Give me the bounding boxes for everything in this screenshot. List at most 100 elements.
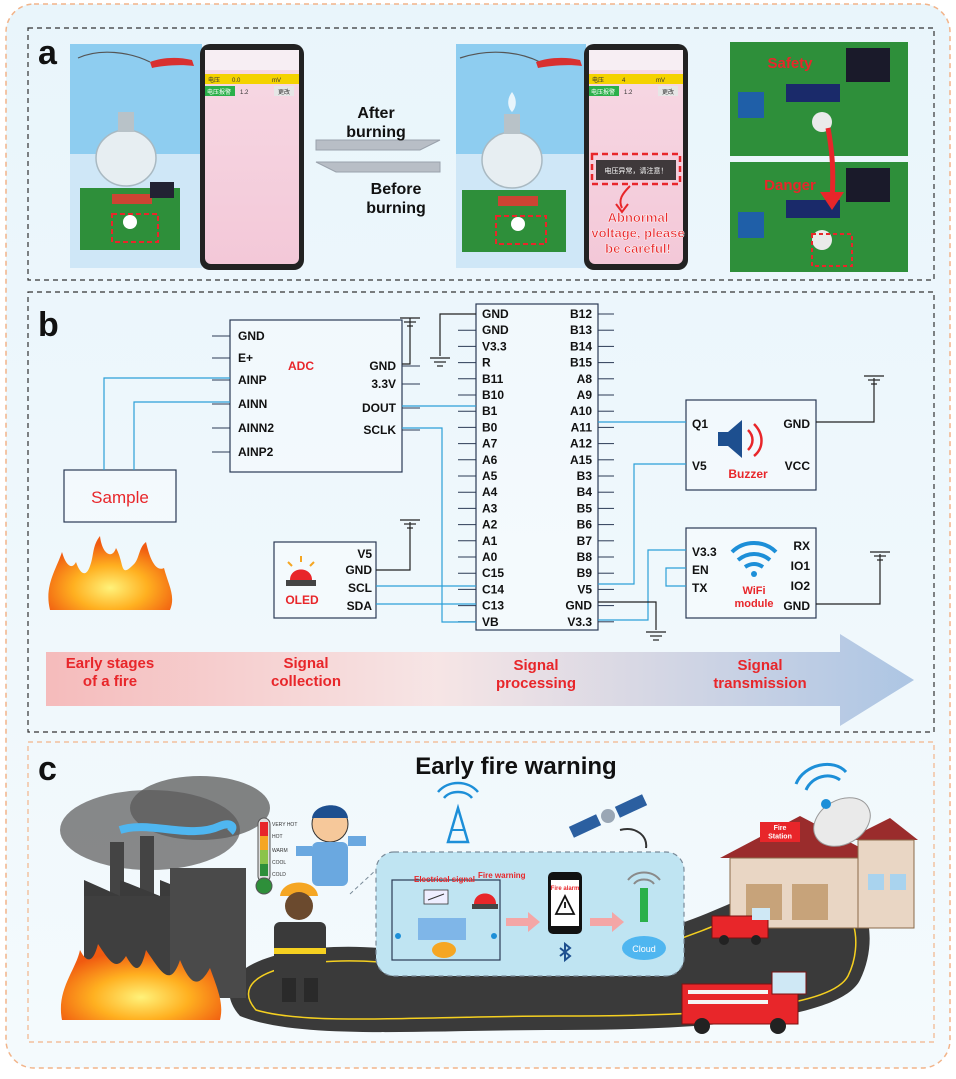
transition-arrow-icon <box>825 127 836 201</box>
wire <box>439 313 476 356</box>
mcu-right-pin: A11 <box>571 420 593 434</box>
mcu-right-pin: B14 <box>570 339 592 353</box>
backward-arrow-icon <box>315 161 441 173</box>
phone-row1-label: 电压 <box>208 76 220 84</box>
buzzer-title: Buzzer <box>728 467 768 481</box>
thermo-cool: COOL <box>272 860 286 866</box>
mcu-right-pin: B6 <box>577 518 593 532</box>
wire <box>402 427 476 623</box>
ground-icon <box>646 631 666 641</box>
burning-factory-icon <box>60 776 270 1020</box>
mcu-right-pin: B7 <box>577 534 593 548</box>
alcohol-lamp-icon <box>95 129 157 187</box>
mcu-left-pin: C13 <box>482 599 504 613</box>
lamp-neck-2 <box>504 114 520 134</box>
wifi-pin-gnd: GND <box>783 599 810 613</box>
wifi-pin-io2: IO2 <box>791 579 811 593</box>
mcu-chip-2 <box>498 196 538 206</box>
highlight-box-2 <box>495 215 547 245</box>
wire <box>103 377 230 470</box>
ground-icon <box>870 551 890 561</box>
phone-change-label: 更改 <box>278 88 290 96</box>
danger-mcu <box>786 200 840 218</box>
buzzer-chip-2 <box>511 217 525 231</box>
phone-change-button[interactable] <box>274 86 294 96</box>
adc-right-pin: 3.3V <box>371 377 396 391</box>
oled-title: OLED <box>285 593 319 607</box>
safety-oled <box>846 48 890 82</box>
clip-icon <box>150 57 194 68</box>
mcu-left-pin: A4 <box>482 485 498 499</box>
transition-arrowhead <box>820 192 844 210</box>
wires <box>103 313 890 641</box>
wifi-icon <box>730 541 778 577</box>
mcu-right-pin: B13 <box>570 323 592 337</box>
popup-arrow-icon <box>619 185 631 209</box>
phone-statusbar <box>205 50 299 70</box>
wifi-pin-tx: TX <box>692 581 707 595</box>
oled-pin-scl: SCL <box>348 581 372 595</box>
mcu-right-pin: A10 <box>570 404 592 418</box>
mcu-left-pin: VB <box>482 615 499 629</box>
safety-label: Safety <box>767 55 813 72</box>
highlight-box <box>111 213 159 243</box>
phone-row1-value: 0.0 <box>232 78 241 84</box>
phone-row2-label: 电压报警 <box>207 88 231 96</box>
ground-icon <box>400 519 420 529</box>
mcu-right-pin: B8 <box>577 550 593 564</box>
mcu-left-pin: A0 <box>482 550 498 564</box>
danger-photo: Danger <box>730 162 908 272</box>
satellite-icon <box>568 794 648 849</box>
mcu-left-pin: A6 <box>482 453 498 467</box>
blue-smoke <box>118 820 237 836</box>
phone-row1 <box>205 74 299 84</box>
phone-row2-value: 1.2 <box>240 90 249 96</box>
factory-fire <box>60 944 222 1020</box>
panel-a-label: a <box>38 34 58 72</box>
panel-a-frame <box>27 27 935 281</box>
inset-connector <box>349 869 377 895</box>
mcu-right-pin: V3.3 <box>567 615 592 629</box>
thermometer-icon <box>255 817 273 895</box>
mcu-left-pin: A5 <box>482 469 498 483</box>
adc-title: ADC <box>288 359 314 373</box>
forward-arrow-icon <box>315 139 441 151</box>
phone-row1-unit: mV <box>272 78 281 84</box>
popup-arrowhead <box>615 203 629 214</box>
mcu-right-pin: A8 <box>577 372 593 386</box>
panel-b-frame <box>27 291 935 733</box>
photo-before <box>70 44 202 268</box>
adc-right-pin: SCLK <box>363 423 396 437</box>
wire <box>133 401 230 470</box>
wifi-pin-v33: V3.3 <box>692 545 717 559</box>
wire <box>402 318 411 365</box>
adc-right-pin: DOUT <box>362 401 397 415</box>
ground-icon <box>864 375 884 385</box>
inset-circuit <box>391 879 501 961</box>
mcu-left-pin: B10 <box>482 388 504 402</box>
sample-box <box>63 469 177 523</box>
adc-left-pin: AINN2 <box>238 421 274 435</box>
alcohol-lamp-icon-2 <box>481 131 543 189</box>
wifi-pin-io1: IO1 <box>791 559 811 573</box>
buzzer-pin-q1: Q1 <box>692 417 708 431</box>
phone-change-button-2[interactable] <box>658 86 678 96</box>
wire-icon <box>77 51 151 63</box>
phone-change-label-2: 更改 <box>662 88 674 96</box>
phone-row2-tag-2 <box>589 86 619 96</box>
sample-label: Sample <box>91 488 149 507</box>
lamp-neck <box>118 112 134 132</box>
safety-buzzer <box>812 112 832 132</box>
panel-c-frame <box>27 741 935 1043</box>
phone-row1-label-2: 电压 <box>592 76 604 84</box>
satellite-dish-icon <box>794 762 871 847</box>
safety-mcu <box>786 84 840 102</box>
alarm-light-icon <box>286 556 316 586</box>
